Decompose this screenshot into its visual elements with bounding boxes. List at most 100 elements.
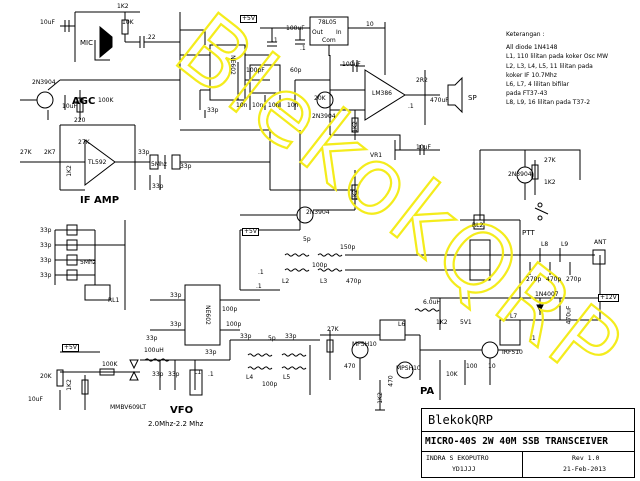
val-c33p-b1: 33p <box>170 292 182 299</box>
val-c5v1: 5V1 <box>460 319 472 326</box>
inductor-6uh-label: 6.0uH <box>423 299 441 306</box>
val-c100uf-lm: 100uF <box>342 61 361 68</box>
notes-line: koker IF 10.7Mhz <box>506 71 557 79</box>
val-c100uf-reg: 100uF <box>286 25 305 32</box>
val-r10-pa: 10 <box>488 363 496 370</box>
val-c10n-b: 10n <box>252 102 264 109</box>
val-c10n-c: 10n <box>268 102 280 109</box>
reg-com-label: Com <box>322 37 336 44</box>
notes-line: L8, L9, 16 lilitan pada T37-2 <box>506 99 591 107</box>
val-r1k2-pa: 1K2 <box>436 319 448 326</box>
title-block-revision: Rev 1.0 <box>572 454 600 462</box>
q-irf510-label: IRF510 <box>502 349 523 356</box>
xtal-a-label: 5Mhz <box>151 161 167 168</box>
val-c100uh: 100uH <box>144 347 164 354</box>
val-c470uf-b: 470uF <box>565 305 573 325</box>
title-block-title: MICRO-40S 2W 40M SSB TRANSCEIVER <box>425 436 609 447</box>
val-c100p-b: 100p <box>312 262 328 269</box>
val-c10uf-vr: 10uF <box>416 144 431 151</box>
val-c150p: 150p <box>340 244 356 251</box>
val-c33p-v3: 33p <box>205 349 217 356</box>
l2-label: L2 <box>282 278 290 285</box>
notes-block: Keterangan : All diode 1N4148 L1, 110 li… <box>506 30 608 108</box>
val-c100p-v: 100p <box>262 381 278 388</box>
val-c1-ne-b: .1 <box>258 269 264 276</box>
val-r100k-agc: 100K <box>98 97 114 104</box>
val-c1-b: .1 <box>300 45 306 52</box>
val-c470uf: 470uF <box>430 97 449 104</box>
notes-line: L2, L3, L4, L5, 11 lilitan pada <box>506 62 593 70</box>
val-c33p-if1: 33p <box>138 149 150 156</box>
val-c470p-a: 470p <box>346 278 362 285</box>
l9-label: L9 <box>561 241 569 248</box>
ne602-bottom-label: NE602 <box>203 305 211 325</box>
val-r1k2-sw: 1K2 <box>351 189 359 201</box>
val-r20k-vfo: 20K <box>40 373 52 380</box>
val-c5p-v: 5p <box>268 335 276 342</box>
q-mpsh10-b-label: MPSH10 <box>396 365 421 372</box>
l3-label: L3 <box>320 278 328 285</box>
val-r1k2-tl: 1K2 <box>65 165 73 177</box>
mic-label: MIC <box>80 39 93 47</box>
val-c470p-b: 470p <box>546 276 562 283</box>
val-r27k-ptt: 27K <box>544 157 556 164</box>
val-plus5v-mid: +5V <box>242 228 259 236</box>
val-c1-n: .1 <box>256 283 262 290</box>
q-mid-label: 2N3904 <box>312 113 336 120</box>
val-c33p-x3: 33p <box>40 257 52 264</box>
val-c100p-n: 100p <box>226 321 242 328</box>
val-r1k2-pa2: 1K2 <box>376 392 384 404</box>
l4-label: L4 <box>246 374 254 381</box>
tl592-label: TL592 <box>88 159 107 166</box>
val-r100: 100 <box>466 363 478 370</box>
l5-label: L5 <box>283 374 291 381</box>
lm386-label: LM386 <box>372 90 392 97</box>
ne602-top-label: NE602 <box>228 55 236 75</box>
q-agc-label: 2N3904 <box>32 79 56 86</box>
pa-label: PA <box>420 386 435 397</box>
q-sw-label: 2N3904 <box>306 209 330 216</box>
title-block-author: INDRA S EKOPUTRO <box>426 454 489 462</box>
val-c33p-x2: 33p <box>40 242 52 249</box>
val-c10uf-agc: 10uF <box>62 103 77 110</box>
notes-line: L1, 110 lilitan pada koker Osc MW <box>506 53 609 61</box>
notes-line: pada FT37-43 <box>506 90 548 98</box>
val-r220: 220 <box>74 117 86 124</box>
val-plus5v-vfo: +5V <box>62 344 79 352</box>
val-r470-b: 470 <box>387 375 395 387</box>
q-mpsh10-a-label: MPSH10 <box>352 341 377 348</box>
notes-heading: Keterangan : <box>506 31 545 38</box>
vr1-label: VR1 <box>370 152 383 159</box>
val-c33p-v1: 33p <box>152 371 164 378</box>
val-c5p-a: 5p <box>303 236 311 243</box>
val-r27k-pa: 27K <box>327 326 339 333</box>
vfo-range-label: 2.0Mhz-2.2 Mhz <box>148 420 204 428</box>
xtal-b-label: 5Mhz <box>80 259 96 266</box>
l8-label: L8 <box>541 241 549 248</box>
rl1-label: RL1 <box>108 297 120 304</box>
val-c1-pa: .1 <box>530 335 536 342</box>
val-c33p-if3: 33p <box>152 183 164 190</box>
reg-out-label: Out <box>312 29 323 36</box>
val-plus5v-top: +5V <box>240 15 257 23</box>
title-block-name: BlekokQRP <box>428 413 494 427</box>
val-c33p-ne602: 33p <box>207 107 219 114</box>
notes-line: All diode 1N4148 <box>506 44 558 52</box>
val-r20k: 20K <box>314 95 326 102</box>
val-c33p-v5: 33p <box>285 333 297 340</box>
val-c10n-a: 10n <box>236 102 248 109</box>
val-r100k-vfo: 100K <box>102 361 118 368</box>
title-block-callsign: YD1JJJ <box>452 465 476 473</box>
reg-78l05-label: 78L05 <box>318 19 337 26</box>
title-block-divider <box>422 431 634 432</box>
val-c33p-if2: 33p <box>180 163 192 170</box>
val-c1-a: .1 <box>272 37 278 44</box>
val-r27k-left: 27K <box>20 149 32 156</box>
l7-label: L7 <box>510 313 518 320</box>
val-r2k7: 2K7 <box>44 149 56 156</box>
if-amp-label: IF AMP <box>80 195 120 206</box>
val-c10uf-mic: 10uF <box>40 19 55 26</box>
val-c2r2: 2R2 <box>416 77 428 84</box>
val-c33p-b2: 33p <box>170 321 182 328</box>
val-r10k-mic: 10K <box>122 19 134 26</box>
